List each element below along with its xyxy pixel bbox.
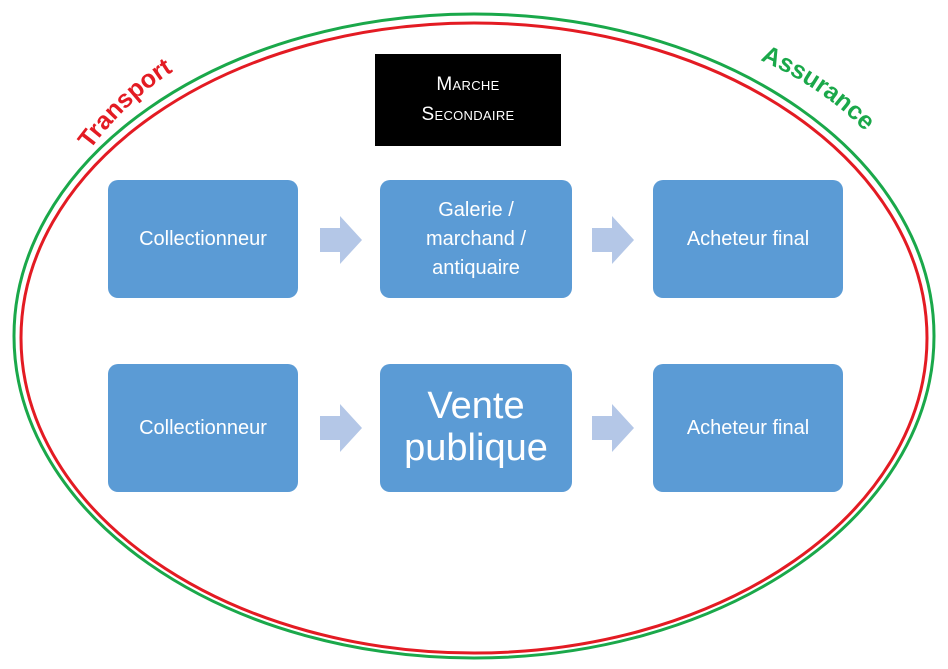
market-title-box: Marche Secondaire [375,54,561,146]
gallery-line2: marchand / [425,227,527,250]
arrow-row1-a [320,216,362,264]
collector-label-row2: Collectionneur [139,416,267,439]
auction-line2: publique [404,427,548,469]
red-ellipse [19,21,929,655]
auction-line1: Vente [427,385,525,428]
green-ellipse [12,12,936,660]
final-buyer-label-row2: Acheteur final [686,416,810,439]
market-title-line2: Secondaire [421,104,515,125]
market-title-line1: Marche [436,73,500,95]
collector-label-row1: Collectionneur [139,227,267,250]
gallery-dealer-node: Galerie / marchand / antiquaire [380,180,572,298]
arrow-row2-b [592,404,634,452]
collector-node-row2: Collectionneur [108,364,298,492]
public-auction-node: Vente publique [380,364,572,492]
arrow-row1-b [592,216,634,264]
gallery-line1: Galerie / [438,198,514,221]
collector-node-row1: Collectionneur [108,180,298,298]
final-buyer-label-row1: Acheteur final [686,227,810,250]
gallery-line3: antiquaire [432,256,520,279]
arrow-row2-a [320,404,362,452]
final-buyer-node-row2: Acheteur final [653,364,843,492]
final-buyer-node-row1: Acheteur final [653,180,843,298]
